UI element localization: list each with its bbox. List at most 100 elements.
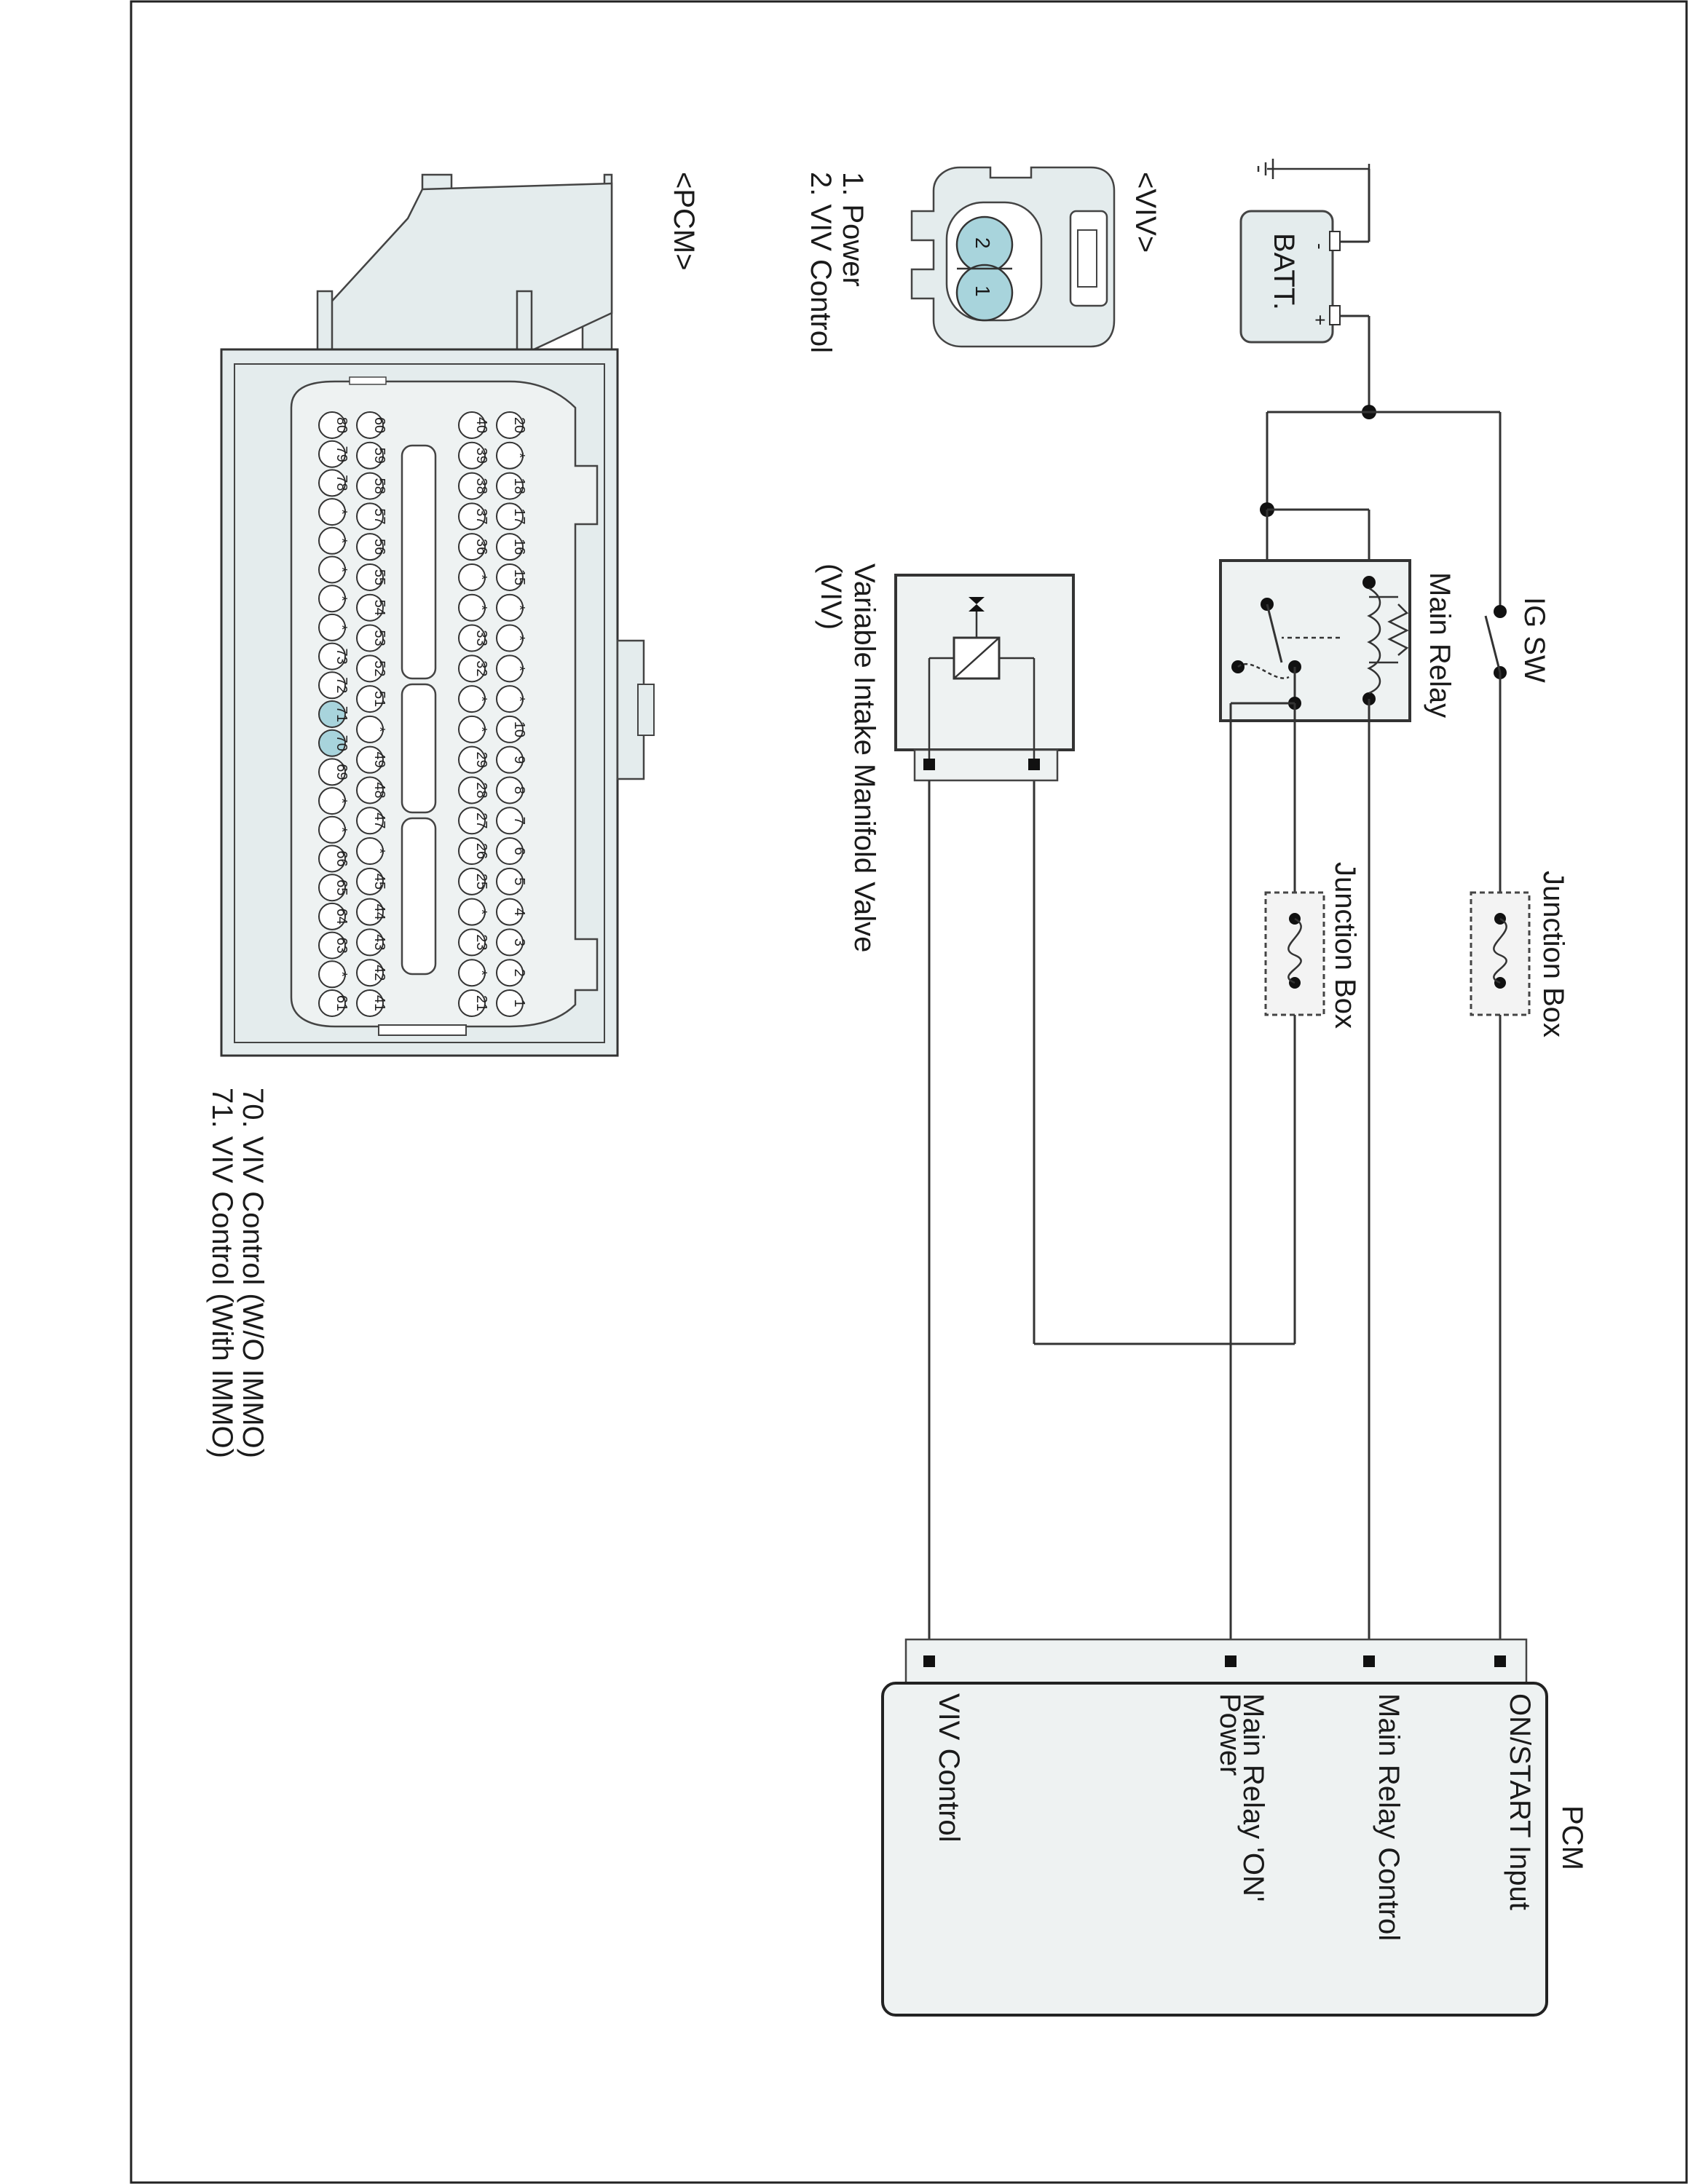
pcm-pin-label: 42 [371,965,387,981]
pcm-term-main-relay-on: Main Relay 'ON' [1237,1693,1269,1902]
pcm-term-viv-control: VIV Control [933,1693,965,1843]
junction-box-1-label: Junction Box [1537,871,1569,1037]
viv-valve: Variable Intake Manifold Valve (VIV) [815,563,1075,952]
pcm-pin-9 [496,745,524,774]
pcm-pin-label: 16 [511,539,527,555]
battery: BATT. - + [1239,210,1341,344]
pcm-pin-80 [318,411,346,439]
pcm-pin-label: 33 [473,630,489,646]
pcm-pin-label: 4 [511,908,527,916]
pcm-pin-36 [458,533,486,561]
battery-label: BATT. [1268,233,1300,310]
note-viv-control-wo-immo: 70. VIV Control (W/O IMMO) [237,1088,269,1458]
pcm-pin-label: 39 [473,448,489,464]
viv-valve-label-1: Variable Intake Manifold Valve [848,563,880,952]
pcm-pin-label: 5 [511,877,527,885]
pcm-pin-label: 36 [473,539,489,555]
pcm-pin-label: 37 [473,508,489,524]
viv-pin1-desc: 1. Power [837,172,869,287]
pcm-pin-3 [496,928,524,957]
viv-pin-2: 2 [971,237,994,249]
pcm-pin-label: * [511,636,527,641]
pcm-pin-label: * [473,909,489,915]
pcm-pin-label: 55 [371,569,387,585]
pcm-pin-label: 63 [334,937,350,953]
junction-box-2-label: Junction Box [1329,862,1361,1029]
pcm-pin-64 [318,902,346,930]
pcm-pin-label: * [334,625,350,630]
pcm-pin-43 [356,928,384,957]
pcm-pin-45 [356,867,384,895]
pcm-pin-label: 20 [511,417,527,433]
pcm-pin-label: 27 [473,812,489,828]
pcm-term-on-start: ON/START Input [1504,1693,1536,1910]
pcm-pin-32 [458,654,486,683]
viv-pin2-desc: 2. VIV Control [805,172,837,353]
pcm-pin-unused [318,787,346,815]
pcm-pin-52 [356,654,384,683]
pcm-pin-60 [356,411,384,439]
pcm-pin-10 [496,715,524,743]
pcm-pin-20 [496,411,524,439]
pcm-pin-unused [318,498,346,526]
pcm-pin-71 [318,700,346,728]
pcm-pin-label: 3 [511,938,527,946]
pcm-term-power: Power [1214,1693,1246,1776]
pcm-pin-unused [496,441,524,470]
pcm-pin-label: 41 [371,995,387,1011]
pcm-connector-title: <PCM> [668,172,700,271]
pcm-pin-unused [318,815,346,844]
pcm-pin-unused [318,526,346,555]
pcm-pin-41 [356,989,384,1017]
pcm-pin-61 [318,989,346,1017]
pcm-pin-label: 29 [473,752,489,768]
pcm-pin-48 [356,776,384,804]
pcm-pin-unused [458,593,486,622]
pcm-pin-label: 65 [334,879,350,895]
pcm-pin-27 [458,807,486,835]
viv-pin-1: 1 [971,285,994,297]
pcm-pin-label: 17 [511,508,527,524]
pcm-pin-73 [318,642,346,670]
pcm-pin-63 [318,931,346,960]
pcm-pin-label: 44 [371,904,387,920]
pcm-pin-unused [496,685,524,713]
pcm-pin-21 [458,989,486,1017]
pcm-connector [220,173,655,1057]
pcm-pin-label: 58 [371,478,387,494]
pcm-pin-label: 9 [511,756,527,764]
pcm-pin-label: 59 [371,448,387,464]
pcm-pin-54 [356,593,384,622]
pcm-pin-label: * [511,665,527,671]
pcm-pin-label: 54 [371,600,387,616]
pcm-pin-label: 21 [473,995,489,1011]
pcm-pin-unused [458,685,486,713]
pcm-pin-56 [356,533,384,561]
viv-valve-label-2: (VIV) [815,563,847,630]
pcm-pin-label: * [371,848,387,854]
pcm-pin-44 [356,898,384,926]
pcm-pin-37 [458,502,486,531]
pcm-term-main-relay-control: Main Relay Control [1373,1693,1405,1941]
pcm-pin-label: 60 [371,417,387,433]
pcm-pin-unused [458,898,486,926]
pcm-pin-label: * [473,970,489,976]
pcm-pin-label: 38 [473,478,489,494]
pcm-pin-58 [356,472,384,500]
pcm-pin-42 [356,959,384,987]
pcm-pin-49 [356,745,384,774]
pcm-pin-unused [458,715,486,743]
pcm-block-title: PCM [1556,1805,1588,1870]
pcm-pin-57 [356,502,384,531]
pcm-pin-label: 28 [473,782,489,798]
pcm-pin-label: * [334,538,350,544]
pcm-pin-65 [318,874,346,902]
pcm-pin-label: 51 [371,691,387,707]
pcm-pin-label: * [511,605,527,611]
pcm-pin-label: 48 [371,782,387,798]
pcm-pin-8 [496,776,524,804]
pcm-pin-label: 32 [473,660,489,676]
pcm-pin-1 [496,989,524,1017]
pcm-pin-label: * [334,827,350,833]
pcm-pin-29 [458,745,486,774]
